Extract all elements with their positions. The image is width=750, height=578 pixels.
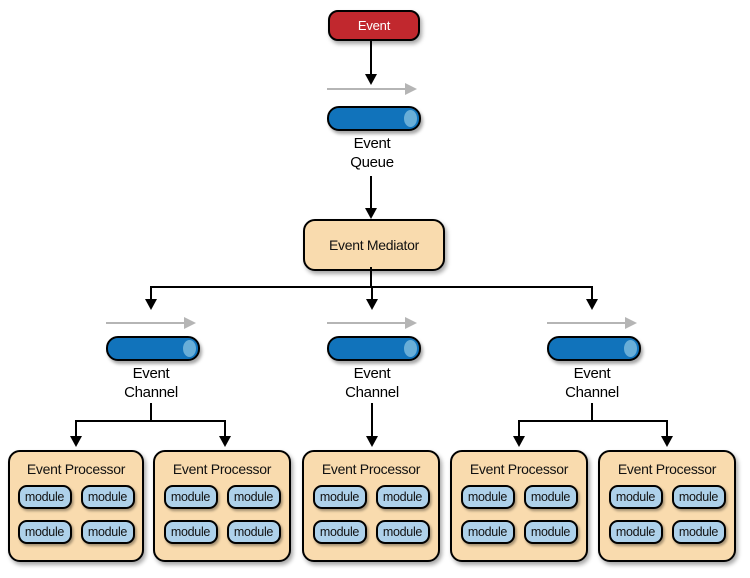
flow-arrowhead-icon <box>184 317 196 329</box>
module-pill: module <box>523 520 578 544</box>
module-pill: module <box>226 520 281 544</box>
arrow-down-icon <box>586 299 598 310</box>
event-queue-label: Event Queue <box>322 134 422 172</box>
arrow-down-icon <box>366 299 378 310</box>
event-processor-title: Event Processor <box>321 461 421 477</box>
event-channel-cylinder <box>547 336 641 361</box>
event-processor-title: Event Processor <box>469 461 569 477</box>
module-pill: module <box>671 485 726 509</box>
arrow-down-icon <box>366 436 378 447</box>
channel-label-line1: Event <box>573 365 611 382</box>
arrow-down-icon <box>513 436 525 447</box>
left-channel-stem <box>150 403 152 421</box>
module-pill: module <box>460 485 515 509</box>
event-channel-label: Event Channel <box>101 364 201 402</box>
flow-arrowhead-icon <box>405 83 417 95</box>
left-channel-bar <box>76 420 226 422</box>
arrow-event-to-queue-shaft <box>370 39 372 75</box>
cylinder-cap <box>624 340 637 357</box>
right-channel-bar <box>518 420 668 422</box>
channel-label-line1: Event <box>132 365 170 382</box>
channel-label-line1: Event <box>353 365 391 382</box>
module-pill: module <box>226 485 281 509</box>
cylinder-cap <box>404 340 417 357</box>
event-channel-cylinder <box>106 336 200 361</box>
module-grid: module module module module <box>304 485 438 544</box>
event-processor-node: Event Processor module module module mod… <box>302 450 440 562</box>
module-pill: module <box>80 520 135 544</box>
module-pill: module <box>163 485 218 509</box>
module-pill: module <box>80 485 135 509</box>
module-pill: module <box>17 520 72 544</box>
event-node: Event <box>328 10 420 41</box>
event-processor-node: Event Processor module module module mod… <box>450 450 588 562</box>
branch-drop-right <box>591 286 593 300</box>
event-channel-label: Event Channel <box>322 364 422 402</box>
right-drop-2 <box>666 420 668 437</box>
module-pill: module <box>523 485 578 509</box>
module-pill: module <box>671 520 726 544</box>
event-node-label: Event <box>357 18 391 33</box>
event-processor-title: Event Processor <box>172 461 272 477</box>
middle-channel-stem <box>371 403 373 437</box>
cylinder-cap <box>404 110 417 127</box>
channel-label-line2: Channel <box>565 384 619 401</box>
arrow-down-icon <box>145 299 157 310</box>
flow-arrowhead-icon <box>405 317 417 329</box>
event-processor-title: Event Processor <box>26 461 126 477</box>
event-processor-node: Event Processor module module module mod… <box>8 450 144 562</box>
module-pill: module <box>608 520 663 544</box>
event-processor-node: Event Processor module module module mod… <box>598 450 736 562</box>
flow-arrow-icon <box>547 322 625 324</box>
event-mediator-label: Event Mediator <box>329 237 419 253</box>
module-pill: module <box>608 485 663 509</box>
channel-label-line2: Channel <box>345 384 399 401</box>
right-channel-stem <box>591 403 593 421</box>
branch-drop-left <box>150 286 152 300</box>
flow-arrowhead-icon <box>625 317 637 329</box>
event-channel-right: Event Channel <box>542 311 642 406</box>
left-drop-2 <box>224 420 226 437</box>
module-pill: module <box>375 485 430 509</box>
flow-arrow-icon <box>106 322 184 324</box>
mediator-branch-stem <box>370 267 372 287</box>
module-pill: module <box>312 520 367 544</box>
cylinder-cap <box>183 340 196 357</box>
event-channel-left: Event Channel <box>101 311 201 406</box>
branch-drop-middle <box>371 286 373 300</box>
arrow-queue-to-mediator-shaft <box>370 176 372 209</box>
event-queue-label-line1: Event <box>353 135 391 152</box>
right-drop-1 <box>518 420 520 437</box>
event-processor-node: Event Processor module module module mod… <box>153 450 291 562</box>
arrow-down-icon <box>70 436 82 447</box>
arrow-down-icon <box>661 436 673 447</box>
module-pill: module <box>17 485 72 509</box>
event-processor-title: Event Processor <box>617 461 717 477</box>
event-mediator-node: Event Mediator <box>303 219 445 271</box>
channel-label-line2: Channel <box>124 384 178 401</box>
module-grid: module module module module <box>600 485 734 544</box>
flow-arrow-icon <box>327 322 405 324</box>
module-pill: module <box>460 520 515 544</box>
event-channel-middle: Event Channel <box>322 311 422 406</box>
flow-arrow-icon <box>327 88 405 90</box>
arrow-down-icon <box>365 208 377 219</box>
module-pill: module <box>163 520 218 544</box>
event-queue-label-line2: Queue <box>350 154 394 171</box>
module-grid: module module module module <box>155 485 289 544</box>
arrow-down-icon <box>219 436 231 447</box>
event-channel-label: Event Channel <box>542 364 642 402</box>
module-pill: module <box>375 520 430 544</box>
event-queue-cylinder <box>327 106 421 131</box>
event-channel-cylinder <box>327 336 421 361</box>
module-pill: module <box>312 485 367 509</box>
arrow-down-icon <box>365 74 377 85</box>
left-drop-1 <box>75 420 77 437</box>
module-grid: module module module module <box>10 485 142 544</box>
module-grid: module module module module <box>452 485 586 544</box>
